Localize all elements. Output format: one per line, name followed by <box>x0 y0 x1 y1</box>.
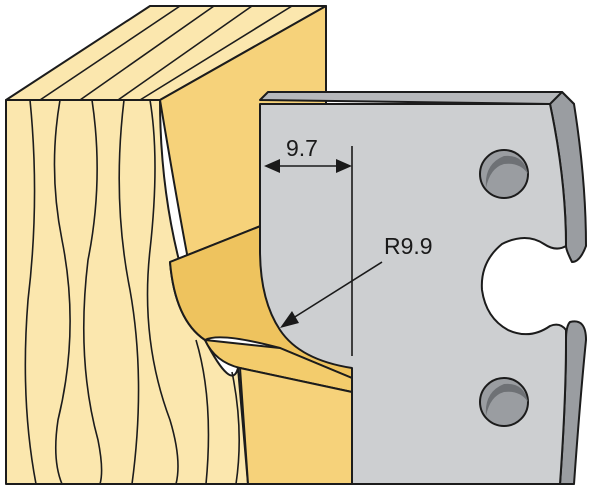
blade-holes <box>479 149 529 427</box>
dimension-width-arrow-left <box>264 159 280 173</box>
dimension-radius-arrow <box>280 311 299 328</box>
wood-grain-lines <box>24 5 293 485</box>
wood-workpiece <box>5 5 353 485</box>
blade-hole-bottom <box>479 377 529 427</box>
dimension-radius-leader <box>289 261 383 321</box>
dimension-width-label: 9.7 <box>286 135 318 161</box>
dimension-radius-label: R9.9 <box>384 233 433 259</box>
dimension-annotations <box>264 146 383 356</box>
dimension-width-arrow-right <box>336 159 352 173</box>
blade-hole-top <box>479 149 529 199</box>
